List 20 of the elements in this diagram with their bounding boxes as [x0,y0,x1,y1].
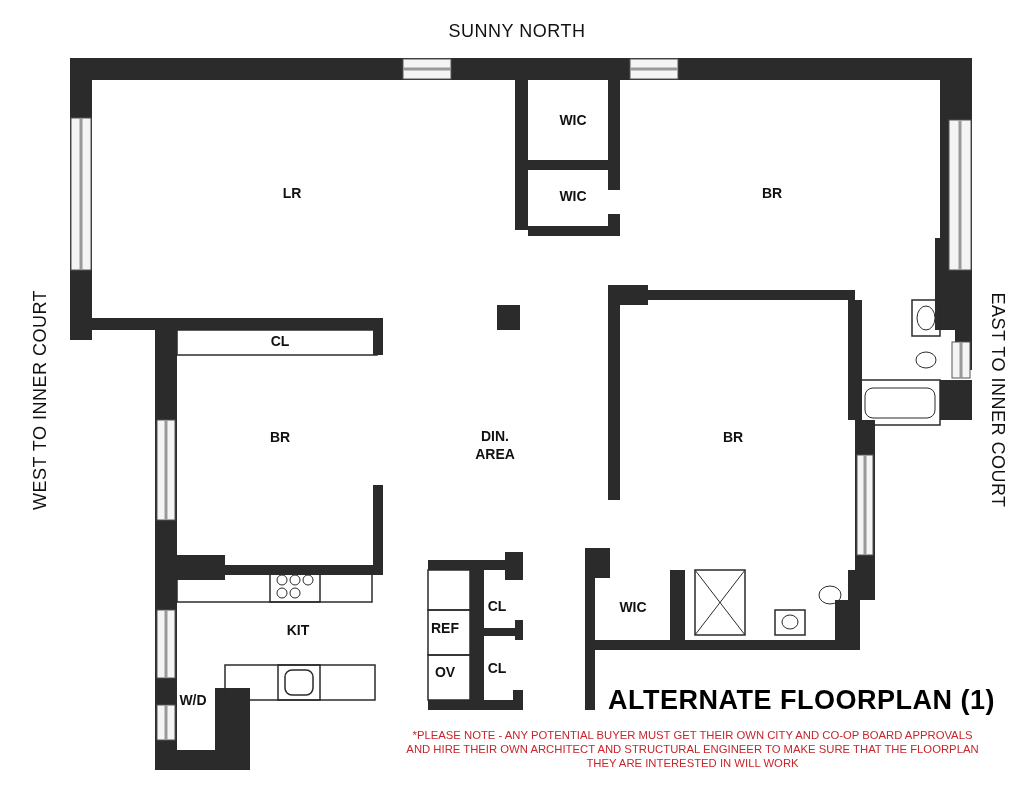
room-label: BR [761,185,783,201]
room-label: OV [434,664,456,680]
room-label: CL [487,598,507,614]
direction-label: SUNNY NORTH [448,20,586,42]
direction-label: WEST TO INNER COURT [29,289,51,511]
room-label: WIC [559,188,587,204]
room-label: W/D [179,692,207,708]
room-label: WIC [619,599,647,615]
direction-label: EAST TO INNER COURT [986,292,1008,508]
room-label: BR [269,429,291,445]
room-label: REF [431,620,459,636]
room-label: KIT [286,622,310,638]
room-label: LR [282,185,302,201]
plan-title: ALTERNATE FLOORPLAN (1) [608,685,995,716]
disclaimer-note: *PLEASE NOTE - ANY POTENTIAL BUYER MUST GET THEIR OWN CITY AND CO-OP BOARD APPROVALS AND HIRE THEIR OWN ARCHITECT AND STRUCTURAL ENGINEER TO MAKE SURE THAT THE FLOORPLAN THEY ARE INTERESTED IN WILL WORK [405,728,980,770]
room-label: CL [270,333,290,349]
room-label: BR [722,429,744,445]
room-label: DIN. AREA [474,427,516,463]
room-label: CL [487,660,507,676]
room-label: WIC [559,112,587,128]
